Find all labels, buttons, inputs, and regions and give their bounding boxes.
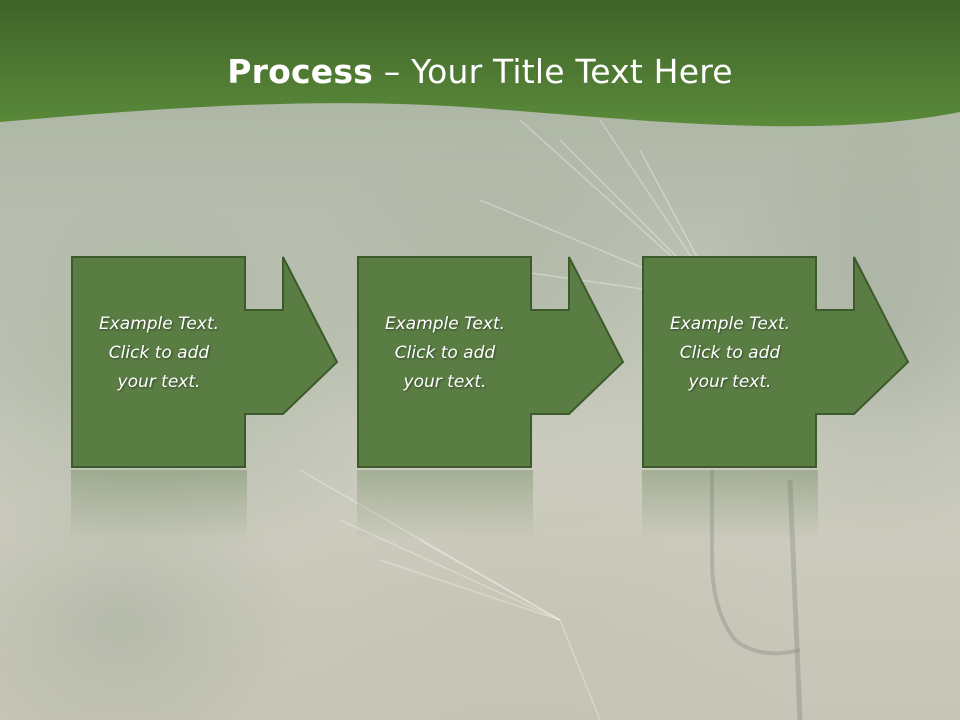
slide-title[interactable]: Process – Your Title Text Here	[0, 52, 960, 91]
step-2-line-2: Click to add	[394, 343, 496, 363]
step-2-line-3: your text.	[403, 372, 487, 392]
title-rest-part: – Your Title Text Here	[373, 52, 733, 91]
step-1-line-3: your text.	[117, 372, 201, 392]
banner-shape	[0, 0, 960, 127]
step-1-text[interactable]: Example Text. Click to add your text.	[73, 310, 245, 397]
process-step-1[interactable]: Example Text. Click to add your text.	[71, 256, 347, 468]
step-2-text[interactable]: Example Text. Click to add your text.	[359, 310, 531, 397]
step-1-line-2: Click to add	[108, 343, 210, 363]
title-bold-part: Process	[227, 52, 374, 91]
process-step-3[interactable]: Example Text. Click to add your text.	[642, 256, 918, 468]
step-2-line-1: Example Text.	[384, 314, 506, 334]
process-step-2[interactable]: Example Text. Click to add your text.	[357, 256, 633, 468]
step-3-arrow-box	[642, 256, 910, 468]
step-1-line-1: Example Text.	[98, 314, 220, 334]
title-banner: Process – Your Title Text Here	[0, 0, 960, 140]
step-3-line-3: your text.	[688, 372, 772, 392]
step-2-arrow-box	[357, 256, 625, 468]
step-2-reflection	[357, 470, 533, 540]
step-3-line-2: Click to add	[679, 343, 781, 363]
step-1-arrow-box	[71, 256, 339, 468]
step-1-reflection	[71, 470, 247, 540]
step-3-text[interactable]: Example Text. Click to add your text.	[644, 310, 816, 397]
step-3-line-1: Example Text.	[669, 314, 791, 334]
step-3-reflection	[642, 470, 818, 540]
